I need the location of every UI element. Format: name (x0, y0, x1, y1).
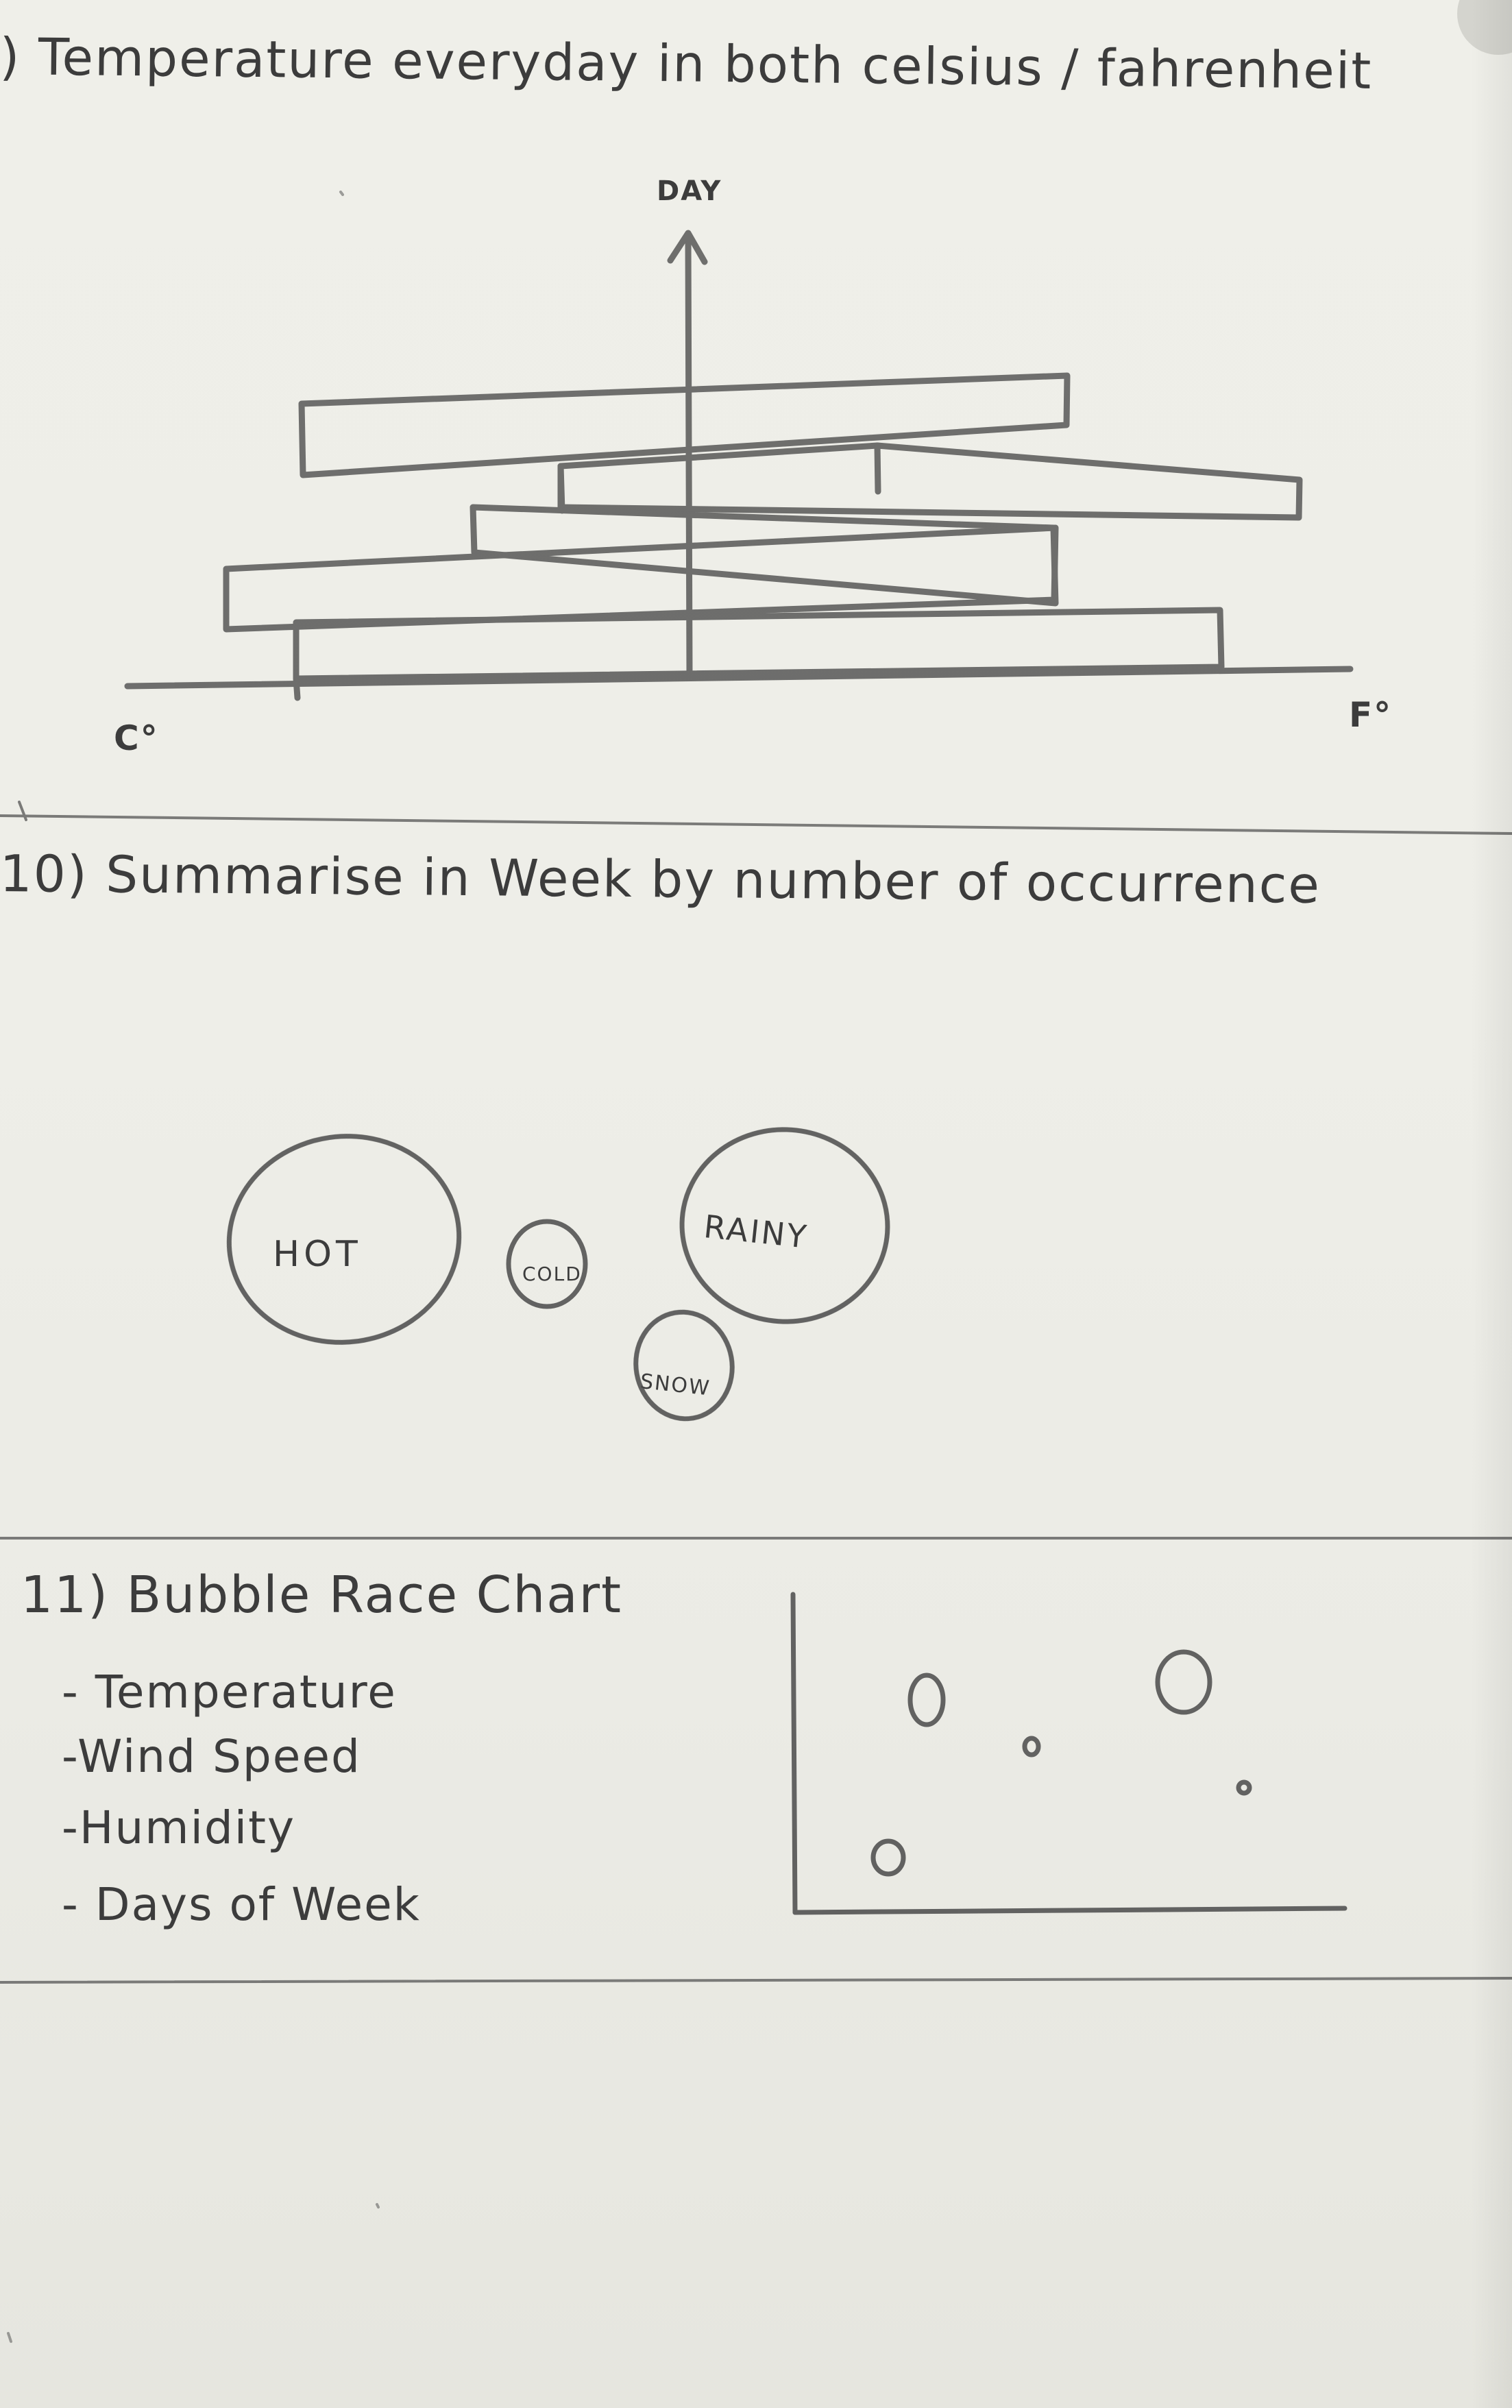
list-item-temperature: - Temperature (62, 1666, 397, 1718)
bubble-cold-label: COLD (522, 1263, 582, 1285)
day-axis-arrow (667, 230, 708, 265)
race-bubble-1 (907, 1673, 946, 1727)
bar-2 (557, 442, 1303, 521)
list-item-wind-speed: -Wind Speed (62, 1730, 361, 1783)
bubble-hot-label: HOT (273, 1234, 362, 1275)
list-item-humidity: -Humidity (62, 1801, 296, 1854)
bar-4 (223, 524, 1059, 633)
bubble-race-chart-sketch (790, 1592, 1348, 1915)
bar-3 (470, 504, 1059, 607)
occurrence-bubbles (226, 1127, 890, 1422)
bubble-snow (633, 1309, 735, 1422)
section-separators (0, 801, 1512, 1984)
temperature-bar-sketch (124, 230, 1354, 701)
stray-marks (7, 191, 380, 2343)
section11-title: 11) Bubble Race Chart (21, 1566, 623, 1625)
race-bubble-5 (870, 1838, 906, 1877)
baseline-axis (124, 666, 1354, 690)
celsius-label: C° (114, 718, 159, 758)
bar-1 (298, 372, 1071, 478)
bar-5 (293, 607, 1225, 682)
race-bubble-4 (1236, 1779, 1252, 1796)
race-bubble-3 (1022, 1736, 1041, 1758)
bubble-rainy (679, 1127, 890, 1324)
day-axis-label: DAY (657, 175, 722, 207)
chart-x-axis (792, 1906, 1348, 1915)
bubble-hot (226, 1134, 462, 1345)
race-bubble-2 (1155, 1649, 1212, 1715)
bubble-cold (506, 1219, 588, 1309)
list-item-days-of-week: - Days of Week (62, 1878, 421, 1931)
separator-1 (0, 814, 1512, 835)
chart-y-axis (790, 1592, 798, 1915)
separator-3 (0, 1977, 1512, 1984)
fahrenheit-label: F° (1349, 695, 1393, 735)
